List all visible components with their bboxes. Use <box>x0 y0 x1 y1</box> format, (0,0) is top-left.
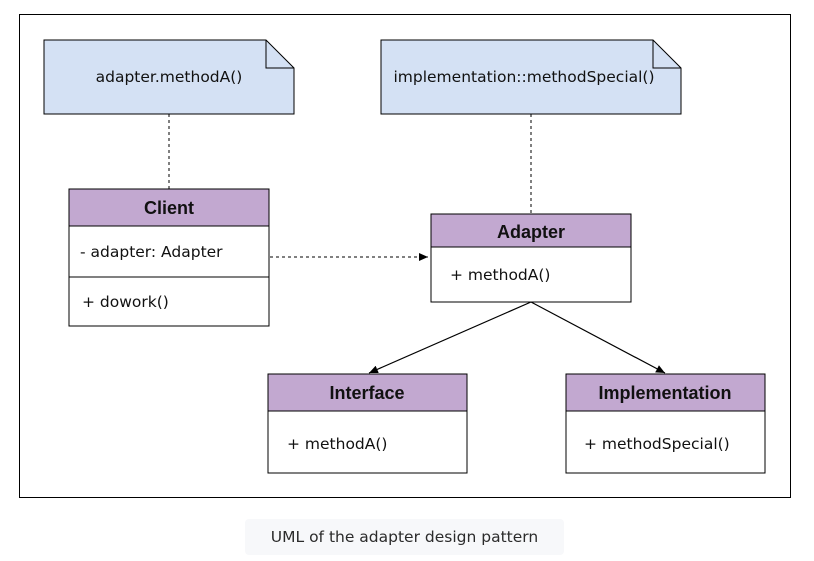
note-text: implementation::methodSpecial() <box>393 68 654 86</box>
note-implementation-call: implementation::methodSpecial() <box>380 39 682 115</box>
note-fold <box>652 40 681 69</box>
class-attribute: - adapter: Adapter <box>80 243 223 261</box>
class-interface: Interface + methodA() <box>267 373 468 474</box>
diagram-frame <box>19 14 791 498</box>
note-text: adapter.methodA() <box>96 68 243 86</box>
class-name: Implementation <box>598 383 731 403</box>
class-header <box>565 373 766 412</box>
class-adapter: Adapter + methodA() <box>430 213 632 303</box>
class-header <box>430 213 632 248</box>
class-name: Adapter <box>497 222 565 242</box>
note-adapter-call: adapter.methodA() <box>43 39 295 115</box>
class-method: + dowork() <box>82 293 169 311</box>
arrow-adapter-interface <box>368 301 532 374</box>
note-shape <box>43 39 295 115</box>
class-header <box>267 373 468 412</box>
class-header <box>68 188 270 227</box>
class-implementation: Implementation + methodSpecial() <box>565 373 766 474</box>
note-shape <box>380 39 682 115</box>
class-name: Interface <box>329 383 404 403</box>
class-method: + methodA() <box>287 435 387 453</box>
arrow-adapter-implementation <box>530 301 666 374</box>
figure-caption: UML of the adapter design pattern <box>245 519 564 555</box>
class-client: Client - adapter: Adapter + dowork() <box>68 188 270 327</box>
class-name: Client <box>144 198 194 218</box>
class-method: + methodSpecial() <box>584 435 730 453</box>
note-fold <box>265 40 294 69</box>
class-method: + methodA() <box>450 266 550 284</box>
